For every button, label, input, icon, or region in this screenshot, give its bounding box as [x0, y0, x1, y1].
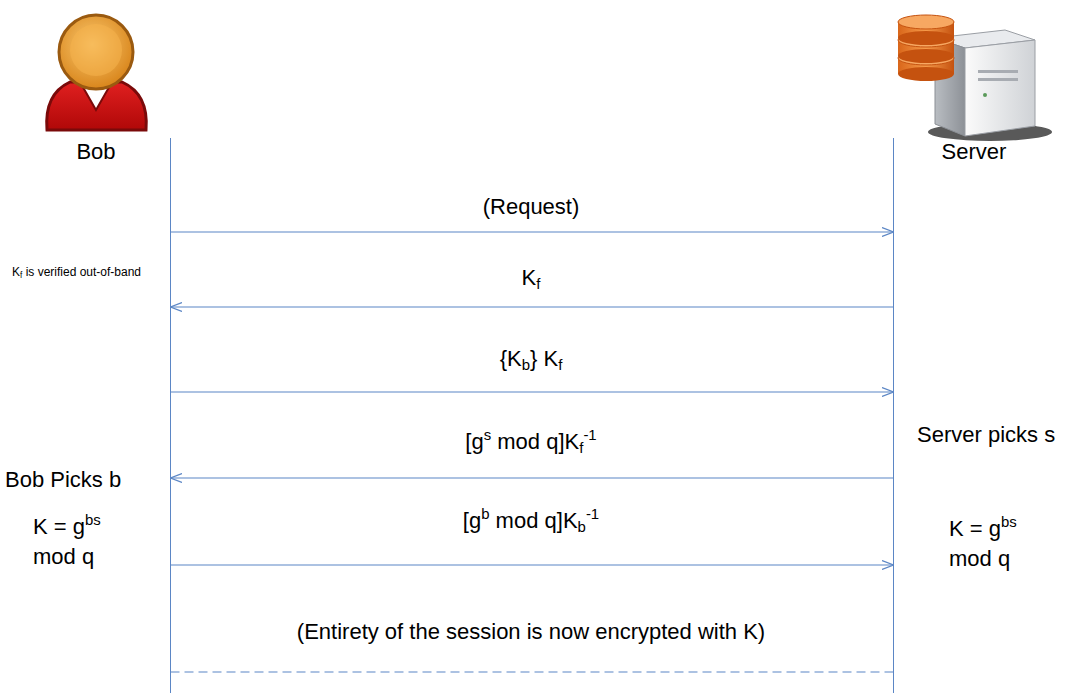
message-arrow — [171, 391, 894, 392]
message-arrow — [171, 306, 894, 307]
server-led — [983, 93, 987, 97]
superscript: -1 — [583, 426, 596, 443]
superscript: -1 — [586, 505, 599, 522]
text-run: [g — [463, 508, 481, 533]
superscript: b — [481, 505, 489, 522]
message-label: {Kb} Kf — [497, 345, 566, 373]
text-run: [g — [465, 429, 483, 454]
actor-name: Server — [942, 138, 1007, 166]
formula-note: K = gbs mod q — [33, 512, 133, 572]
superscript: bs — [1001, 513, 1017, 530]
database-stack — [898, 15, 954, 81]
subscript: b — [522, 356, 530, 373]
text-run: mod q — [949, 546, 1010, 571]
message-label: (Entirety of the session is now encrypte… — [294, 618, 768, 646]
server-slot — [978, 78, 1018, 81]
subscript: f — [536, 275, 540, 292]
message-label: [gs mod q]Kf-1 — [462, 428, 599, 456]
text-run: mod q]K — [490, 508, 578, 533]
subscript: f — [20, 271, 22, 280]
person-head — [59, 15, 133, 89]
text-run: K — [12, 265, 20, 279]
formula-note: K = gbs mod q — [949, 514, 1049, 574]
text-run: } K — [530, 346, 558, 371]
message-label: Kf — [519, 264, 544, 292]
server-icon — [898, 15, 1052, 141]
text-run: K = g — [949, 516, 1001, 541]
text-run: {K — [500, 346, 522, 371]
text-run: K = g — [33, 514, 85, 539]
text-run: is verified out-of-band — [22, 265, 141, 279]
subscript: b — [578, 518, 586, 535]
message-arrow — [171, 671, 894, 672]
text-run: mod q — [33, 544, 94, 569]
subscript: f — [579, 439, 583, 456]
actor-name: Bob — [76, 138, 115, 166]
message-label: (Request) — [480, 193, 583, 221]
step-note: Server picks s — [917, 421, 1087, 449]
lifeline-column: Bob — [0, 138, 171, 693]
subscript: f — [558, 356, 562, 373]
message-arrow — [171, 564, 894, 565]
side-note: Kf is verified out-of-band — [12, 264, 162, 280]
message-arrow — [171, 477, 894, 478]
server-slot — [978, 70, 1018, 73]
server-front — [965, 40, 1035, 136]
text-run: K — [522, 265, 537, 290]
lifeline-column: Server — [893, 138, 1091, 693]
person-face — [70, 24, 122, 76]
text-run: mod q]K — [491, 429, 579, 454]
message-label: [gb mod q]Kb-1 — [460, 507, 602, 535]
superscript: bs — [85, 511, 101, 528]
person-icon — [47, 15, 147, 130]
message-arrow — [171, 231, 894, 232]
step-note: Bob Picks b — [5, 466, 165, 494]
superscript: s — [484, 426, 491, 443]
